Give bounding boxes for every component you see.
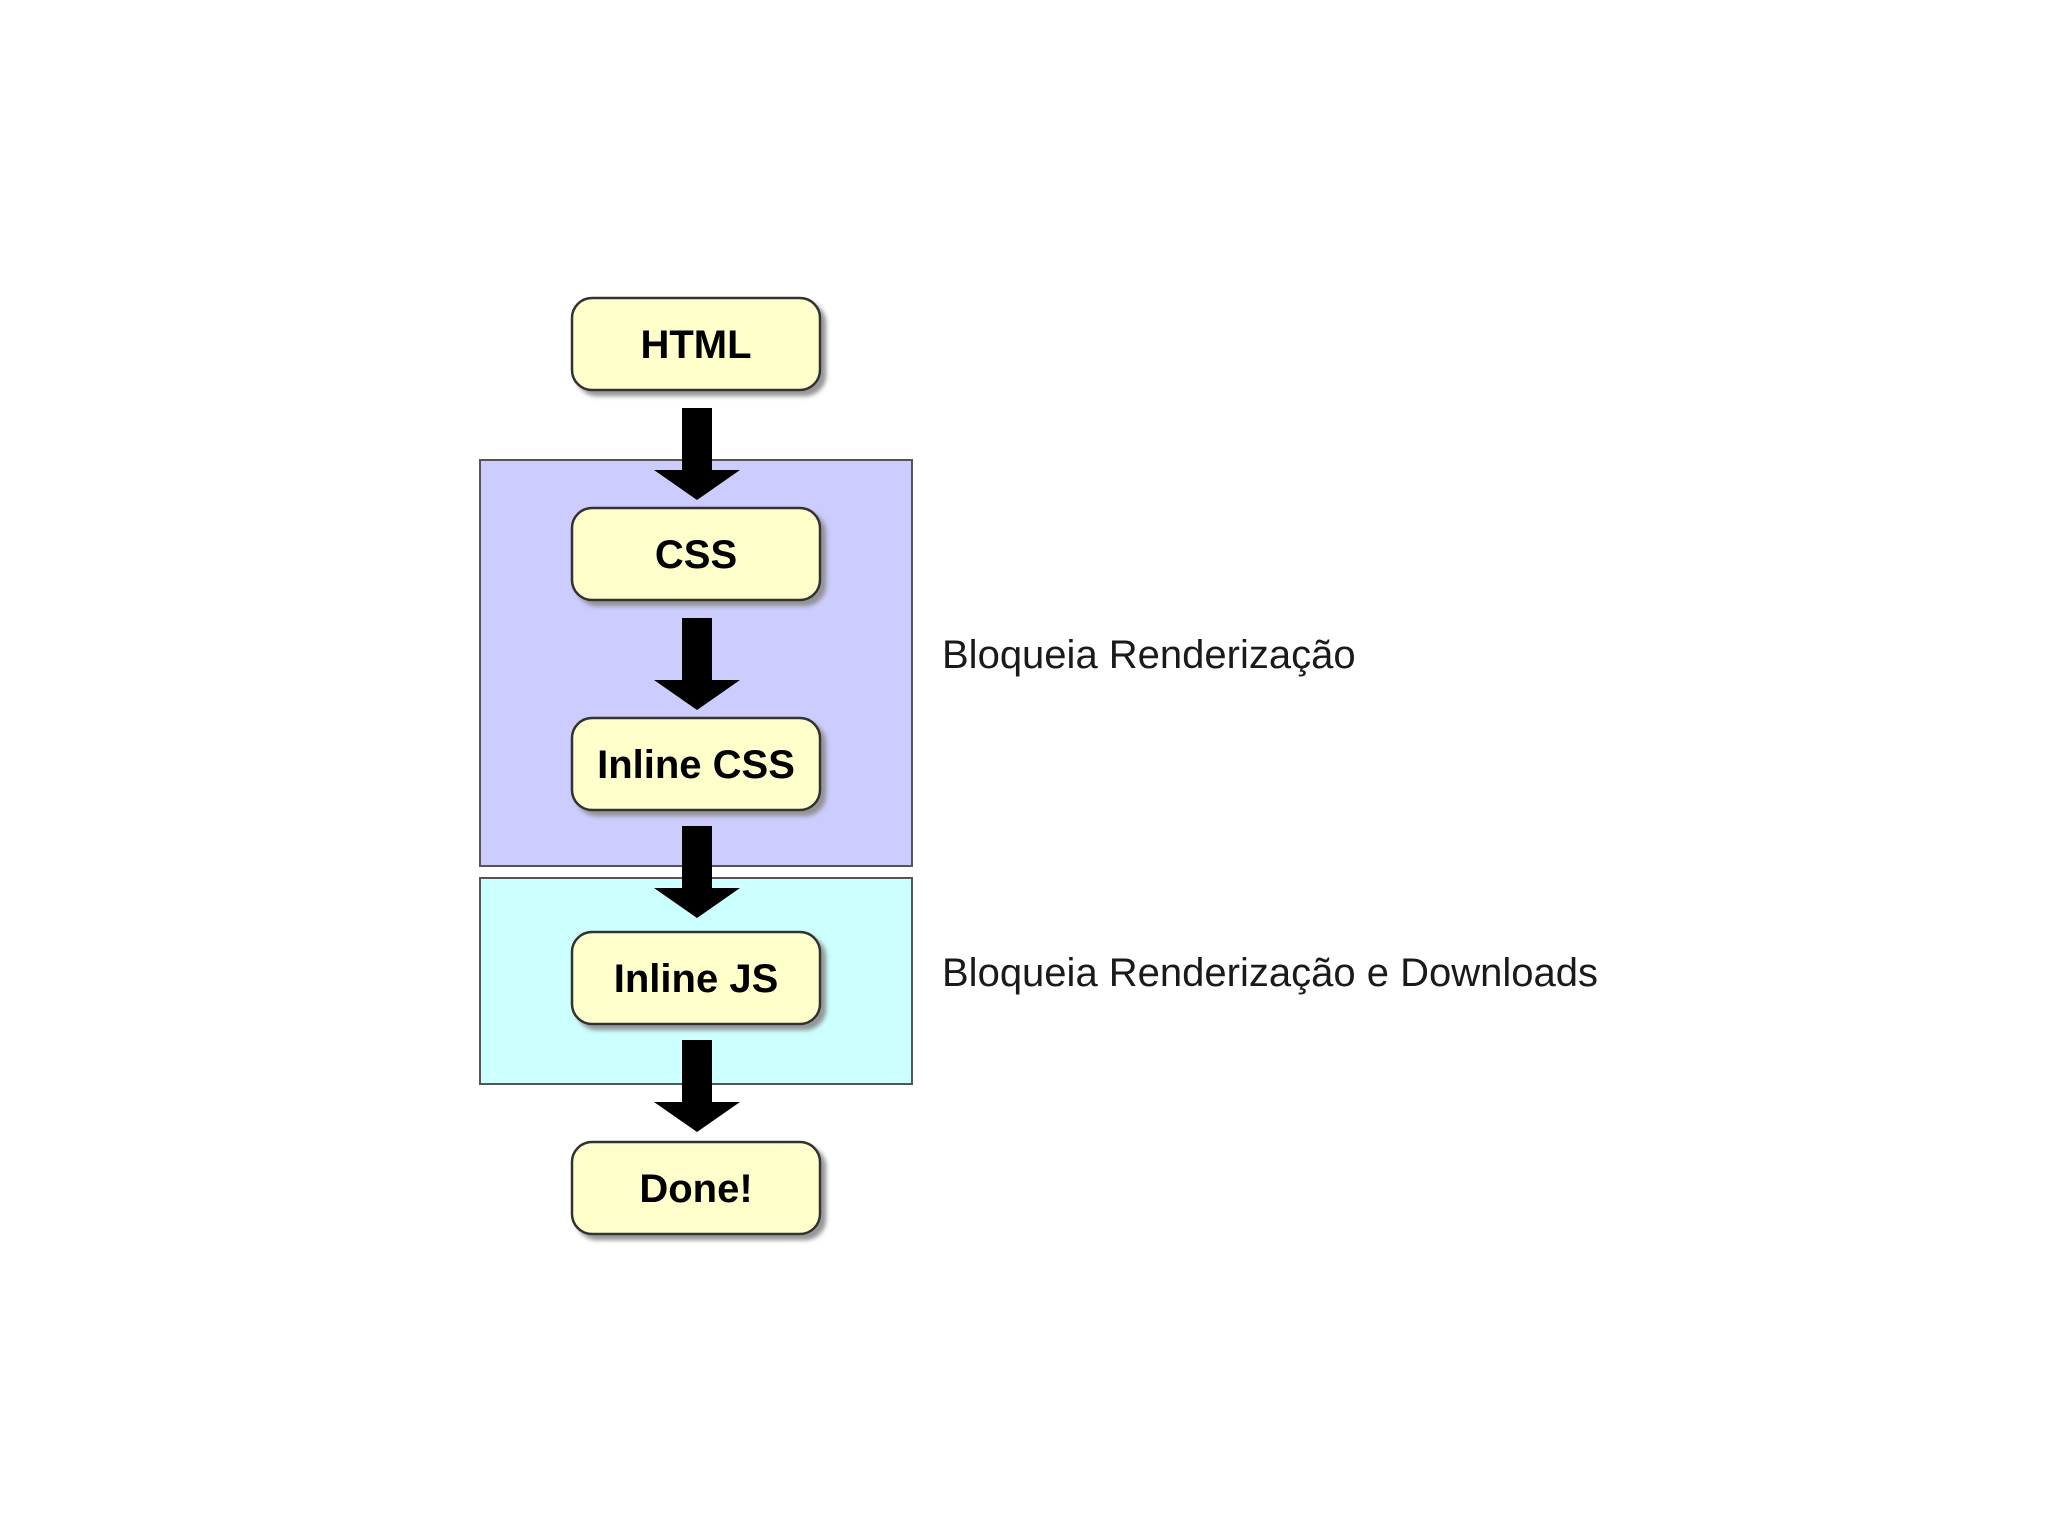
node-inline-css-box xyxy=(570,716,822,812)
node-inline-js: Inline JS xyxy=(570,930,822,1026)
arrow-inline-css-to-inline-js xyxy=(654,826,740,918)
down-arrow-icon xyxy=(654,618,740,710)
render-block-label: Bloqueia Renderização xyxy=(942,633,1356,677)
node-done-label: Done! xyxy=(639,1167,752,1211)
node-inline-css-label: Inline CSS xyxy=(597,743,795,787)
node-inline-js-label: Inline JS xyxy=(614,957,779,1001)
node-inline-css: Inline CSS xyxy=(570,716,822,812)
down-arrow-icon xyxy=(654,408,740,500)
node-done-box xyxy=(570,1140,822,1236)
arrow-css-to-inline-css xyxy=(654,618,740,710)
down-arrow-icon xyxy=(654,826,740,918)
node-css-label: CSS xyxy=(655,533,737,577)
render-download-block-label: Bloqueia Renderização e Downloads xyxy=(942,951,1598,995)
node-html: HTML xyxy=(570,296,822,392)
arrow-html-to-css xyxy=(654,408,740,500)
node-css-box xyxy=(570,506,822,602)
node-css: CSS xyxy=(570,506,822,602)
node-html-label: HTML xyxy=(640,323,751,367)
node-html-box xyxy=(570,296,822,392)
down-arrow-icon xyxy=(654,1040,740,1132)
node-inline-js-box xyxy=(570,930,822,1026)
node-done: Done! xyxy=(570,1140,822,1236)
arrow-inline-js-to-done xyxy=(654,1040,740,1132)
